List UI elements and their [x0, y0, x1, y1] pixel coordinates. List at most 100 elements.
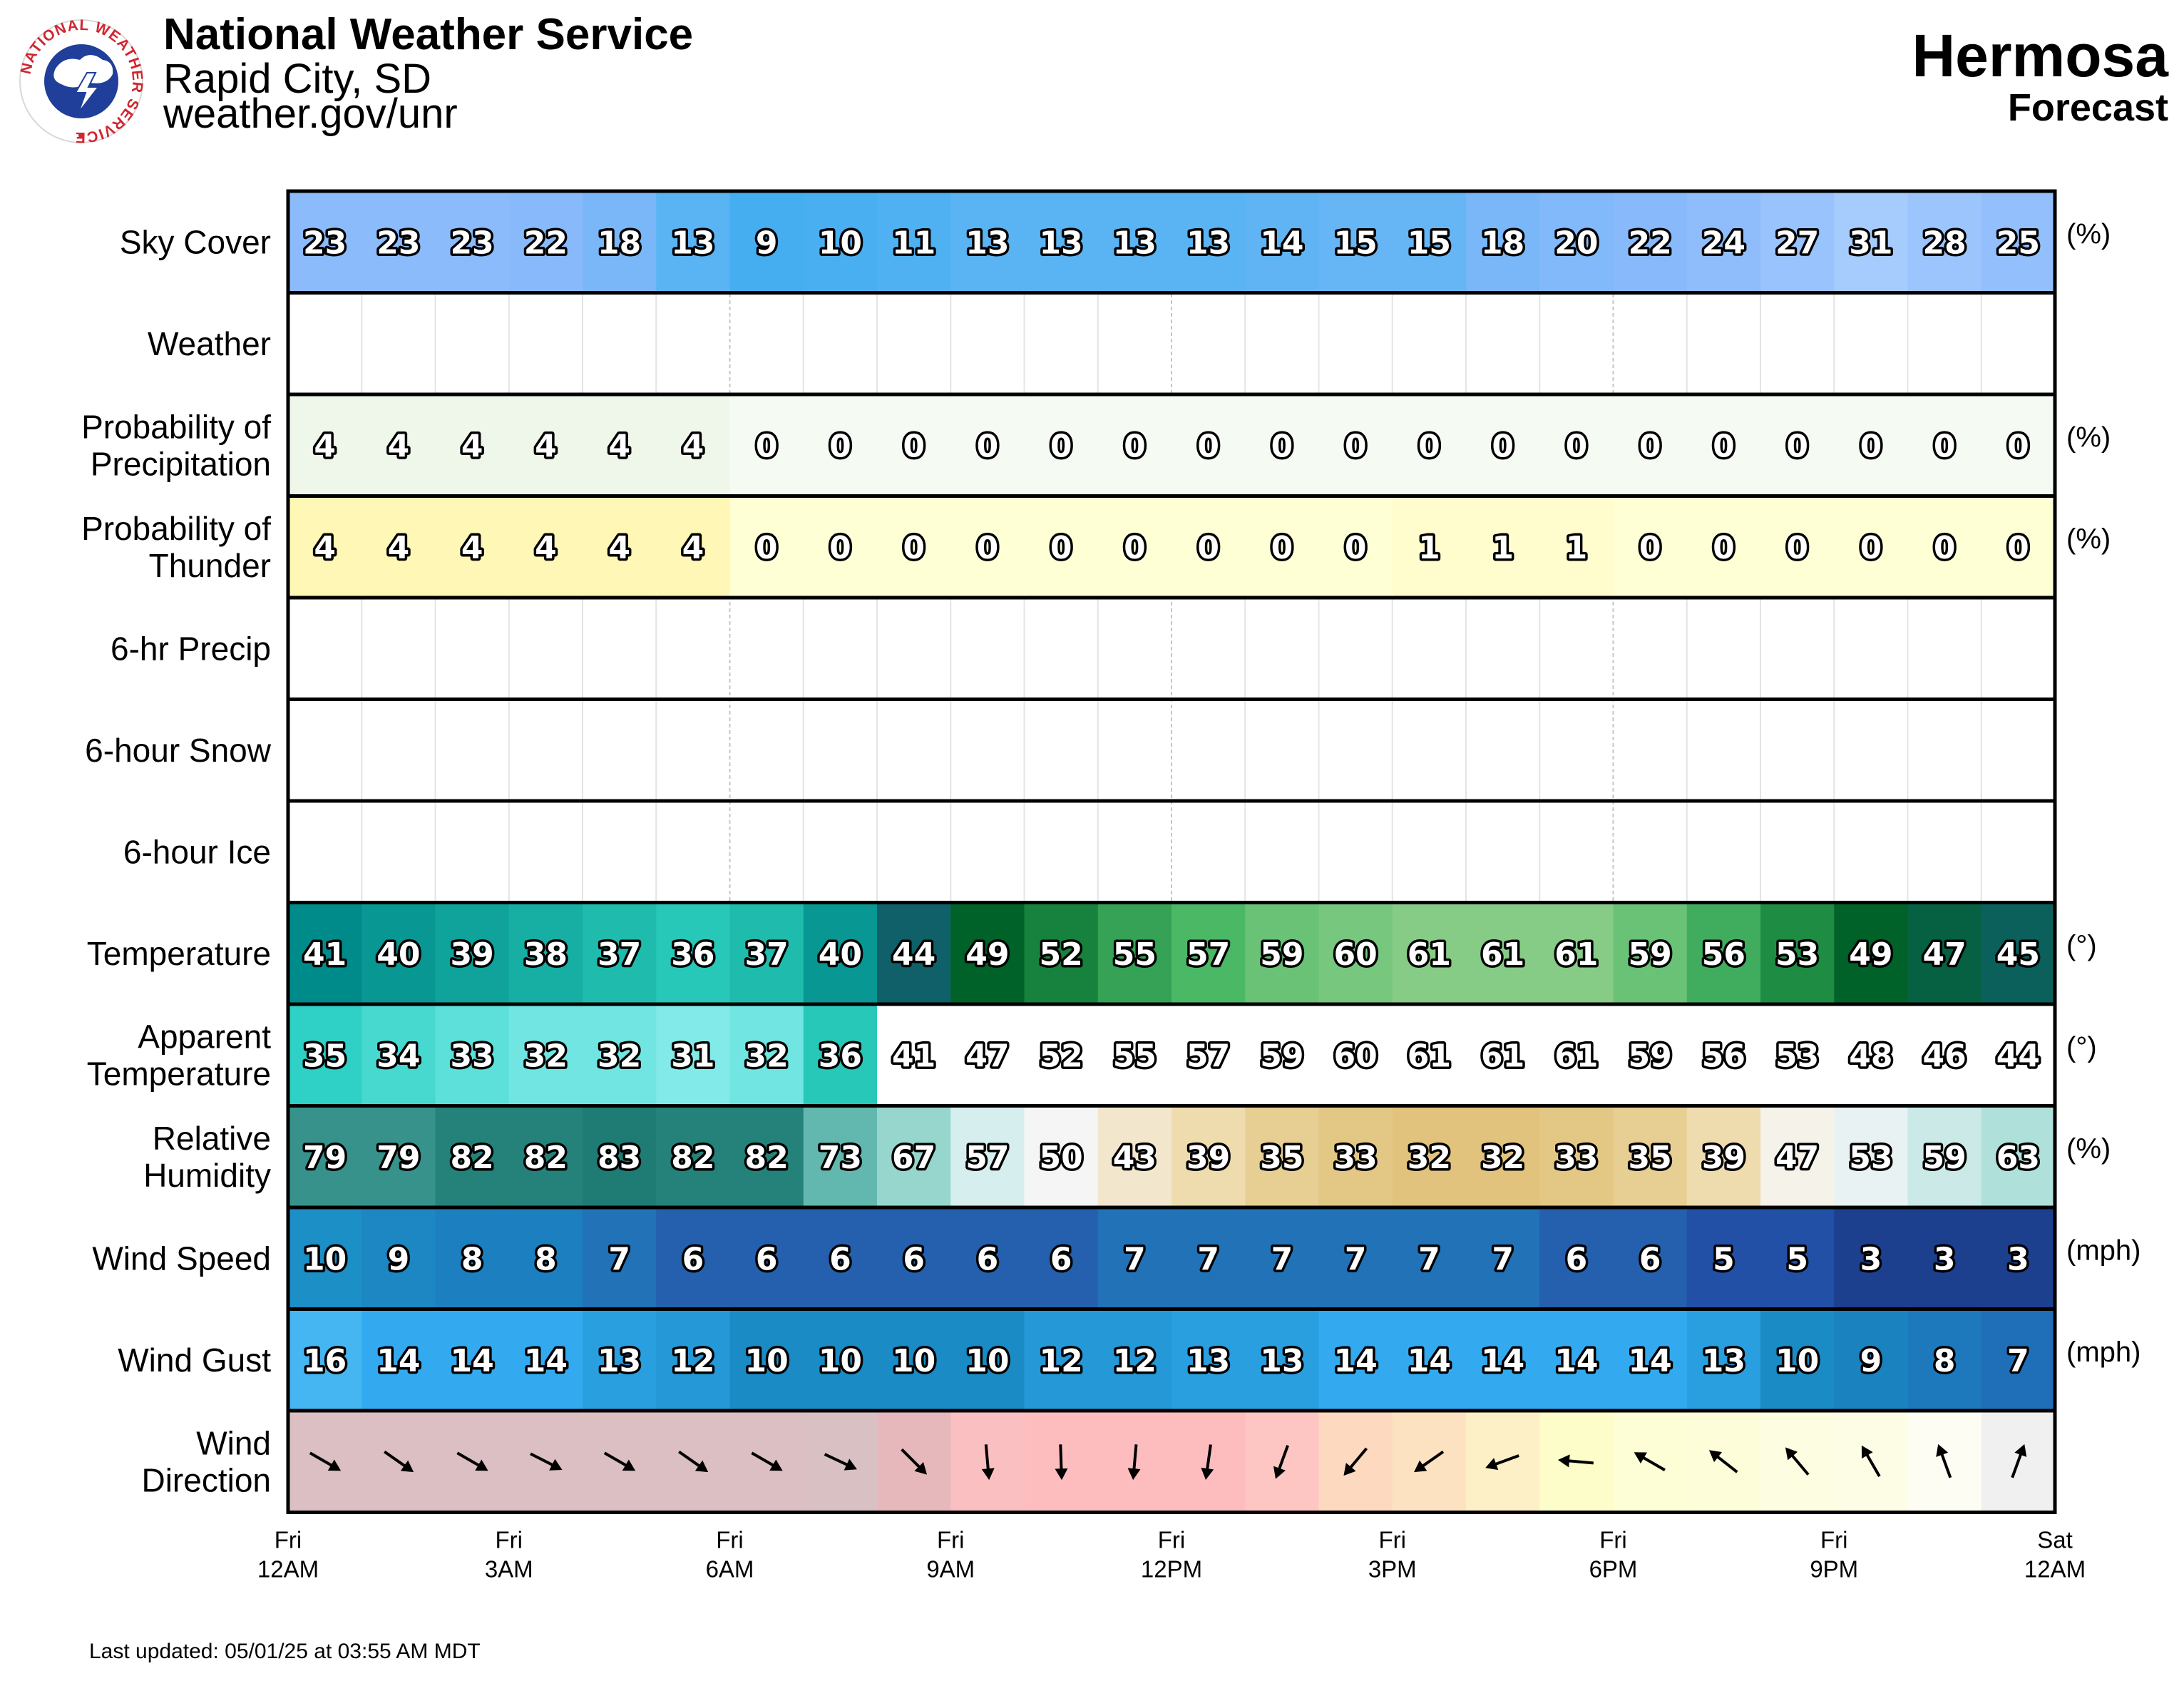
thunder-cell	[1245, 496, 1319, 598]
forecast-subtitle: Forecast	[2007, 86, 2168, 129]
temp-cell	[1686, 902, 1761, 1004]
wind-value: 7	[1345, 1241, 1367, 1277]
apparent-cell	[508, 1004, 583, 1106]
x-tick-time: 6PM	[1589, 1556, 1638, 1583]
rh-value: 79	[303, 1140, 347, 1176]
pop-cell	[508, 394, 583, 496]
wind-value: 6	[977, 1241, 999, 1277]
temp-value: 57	[1186, 936, 1230, 973]
thunder-cell	[1686, 496, 1761, 598]
rh-value: 43	[1113, 1140, 1157, 1176]
wind-arrow-icon	[1936, 1444, 1952, 1478]
wind-value: 3	[1934, 1241, 1956, 1277]
rh-value: 33	[1334, 1140, 1378, 1176]
temp-cell	[1907, 902, 1982, 1004]
apparent-cell	[1318, 1004, 1393, 1106]
thunder-value: 4	[388, 530, 410, 566]
gust-cell	[1097, 1309, 1172, 1411]
rh-cell	[656, 1105, 730, 1207]
temp-value: 49	[1849, 936, 1892, 973]
row-label: Sky Cover	[120, 223, 271, 260]
wind-arrow-icon	[1485, 1454, 1519, 1471]
apparent-cell	[1392, 1004, 1467, 1106]
wind-value: 6	[829, 1241, 851, 1277]
pop-cell	[656, 394, 730, 496]
thunder-cell	[583, 496, 657, 598]
pop-cell	[729, 394, 804, 496]
wind-arrow-icon	[2011, 1444, 2027, 1478]
row-label: Temperature	[87, 1055, 271, 1092]
rh-value: 67	[892, 1140, 935, 1176]
row-label: Probability of	[81, 510, 271, 547]
row-unit: (°)	[2066, 930, 2097, 961]
row-unit: (%)	[2066, 1133, 2111, 1165]
temp-value: 47	[1923, 936, 1967, 973]
sky-cell	[1760, 191, 1835, 293]
temp-value: 41	[303, 936, 347, 973]
gust-cell	[1539, 1309, 1614, 1411]
sky-value: 18	[1481, 225, 1524, 261]
rh-cell	[1392, 1105, 1467, 1207]
apparent-value: 57	[1186, 1038, 1230, 1074]
wind-value: 7	[1492, 1241, 1514, 1277]
wind-cell	[1097, 1207, 1172, 1309]
apparent-cell	[729, 1004, 804, 1106]
wind-arrow-icon	[456, 1451, 488, 1471]
temp-cell	[1392, 902, 1467, 1004]
pop-value: 0	[1197, 428, 1219, 464]
wind-arrow-icon	[678, 1450, 709, 1473]
thunder-cell	[288, 496, 362, 598]
rh-cell	[288, 1105, 362, 1207]
rh-cell	[583, 1105, 657, 1207]
thunder-cell	[1907, 496, 1982, 598]
temp-value: 45	[1996, 936, 2040, 973]
wind-value: 6	[1566, 1241, 1588, 1277]
temp-value: 61	[1554, 936, 1598, 973]
sky-cell	[950, 191, 1025, 293]
pop-cell	[583, 394, 657, 496]
gust-value: 14	[524, 1343, 568, 1379]
wind-cell	[1539, 1207, 1614, 1309]
gust-value: 14	[376, 1343, 420, 1379]
thunder-value: 0	[1124, 530, 1146, 566]
gust-cell	[1318, 1309, 1393, 1411]
pop-value: 0	[1639, 428, 1661, 464]
apparent-cell	[1024, 1004, 1099, 1106]
row-label: Weather	[148, 325, 271, 362]
gust-cell	[1466, 1309, 1540, 1411]
apparent-cell	[288, 1004, 362, 1106]
apparent-value: 52	[1040, 1038, 1083, 1074]
pop-value: 4	[314, 428, 336, 464]
wind-value: 8	[535, 1241, 557, 1277]
pop-value: 4	[682, 428, 704, 464]
sky-cell	[729, 191, 804, 293]
wind-value: 9	[388, 1241, 410, 1277]
temp-value: 59	[1260, 936, 1303, 973]
sky-cell	[1981, 191, 2056, 293]
gust-value: 16	[303, 1343, 347, 1379]
pop-value: 4	[461, 428, 483, 464]
wind-value: 7	[1124, 1241, 1146, 1277]
temp-cell	[1981, 902, 2056, 1004]
wind-arrow-icon	[1634, 1452, 1666, 1471]
temp-value: 56	[1702, 936, 1745, 973]
thunder-value: 1	[1492, 530, 1514, 566]
sky-cell	[1097, 191, 1172, 293]
temp-cell	[1760, 902, 1835, 1004]
wind-cell	[1686, 1207, 1761, 1309]
rh-value: 35	[1629, 1140, 1672, 1176]
sky-value: 13	[1186, 225, 1230, 261]
thunder-cell	[1318, 496, 1393, 598]
thunder-value: 4	[314, 530, 336, 566]
thunder-cell	[1981, 496, 2056, 598]
temp-cell	[288, 902, 362, 1004]
temp-cell	[1245, 902, 1319, 1004]
sky-value: 9	[756, 225, 778, 261]
apparent-cell	[1097, 1004, 1172, 1106]
sky-value: 24	[1702, 225, 1745, 261]
sky-cell	[1245, 191, 1319, 293]
thunder-value: 4	[608, 530, 630, 566]
x-tick-time: 3PM	[1368, 1556, 1417, 1583]
office-url[interactable]: weather.gov/unr	[163, 91, 458, 137]
